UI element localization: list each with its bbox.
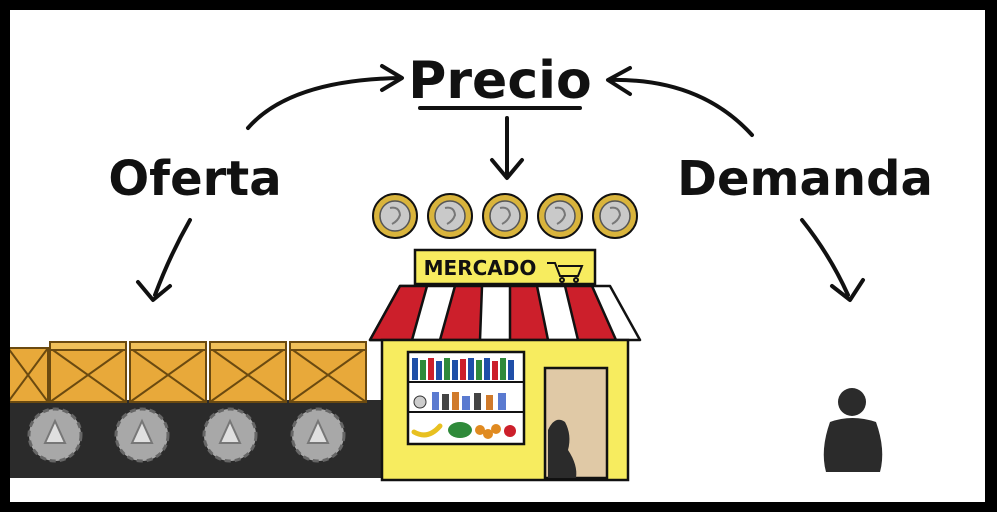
gear-icon xyxy=(114,407,170,463)
coin-icon xyxy=(482,193,528,239)
cart-icon xyxy=(547,262,584,283)
market-diagram: Precio Oferta Demanda xyxy=(10,51,933,482)
box-icon xyxy=(289,341,367,403)
supply-label: Oferta xyxy=(108,151,281,207)
shop-awning xyxy=(368,284,642,342)
shop-door xyxy=(543,366,609,480)
price-label: Precio xyxy=(408,51,591,111)
market-sign-label: MERCADO xyxy=(424,256,537,280)
gear-icon xyxy=(290,407,346,463)
coin-row xyxy=(372,193,638,239)
supply-conveyor xyxy=(10,341,385,478)
coin-icon xyxy=(372,193,418,239)
gear-icon xyxy=(202,407,258,463)
gear-icon xyxy=(27,407,83,463)
box-row xyxy=(10,341,367,403)
shop-window xyxy=(406,350,526,446)
box-icon xyxy=(10,347,49,403)
coin-icon xyxy=(427,193,473,239)
arrow-icon xyxy=(136,64,865,302)
demand-label: Demanda xyxy=(677,151,933,207)
shop-icon: MERCADO xyxy=(368,248,642,482)
coin-icon xyxy=(592,193,638,239)
coin-icon xyxy=(537,193,583,239)
box-icon xyxy=(209,341,287,403)
diagram-canvas: Precio Oferta Demanda xyxy=(10,10,985,502)
box-icon xyxy=(129,341,207,403)
person-icon xyxy=(823,388,883,472)
box-icon xyxy=(49,341,127,403)
